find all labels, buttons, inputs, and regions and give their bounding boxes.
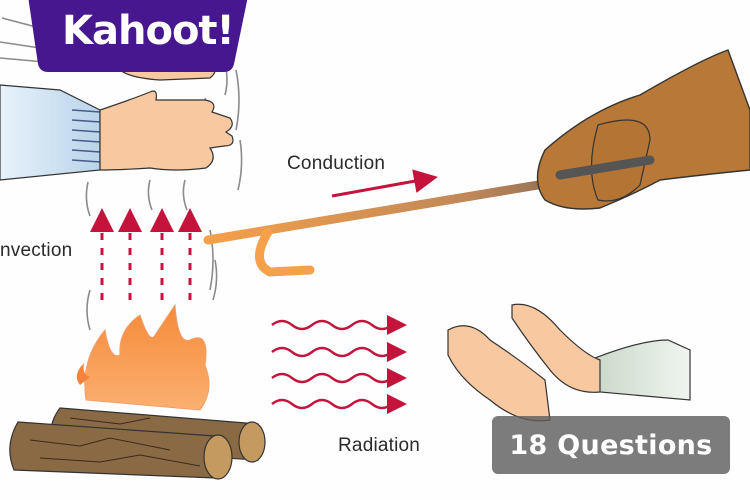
radiation-waves xyxy=(271,315,407,414)
gloved-hand xyxy=(536,49,750,210)
radiation-label: Radiation xyxy=(338,435,421,456)
conduction-label: Conduction xyxy=(287,153,386,174)
warming-hands-right xyxy=(447,303,691,422)
question-count-text: 18 Questions xyxy=(509,429,713,461)
question-count-badge: 18 Questions xyxy=(492,416,730,474)
convection-arrows xyxy=(90,208,202,300)
convection-label: nvection xyxy=(0,240,73,261)
kahoot-logo-banner xyxy=(28,0,248,72)
conduction-arrow xyxy=(331,169,438,198)
campfire xyxy=(9,303,266,480)
kahoot-logo-text: Kahoot! xyxy=(62,8,235,54)
warming-hands-top xyxy=(0,59,234,181)
